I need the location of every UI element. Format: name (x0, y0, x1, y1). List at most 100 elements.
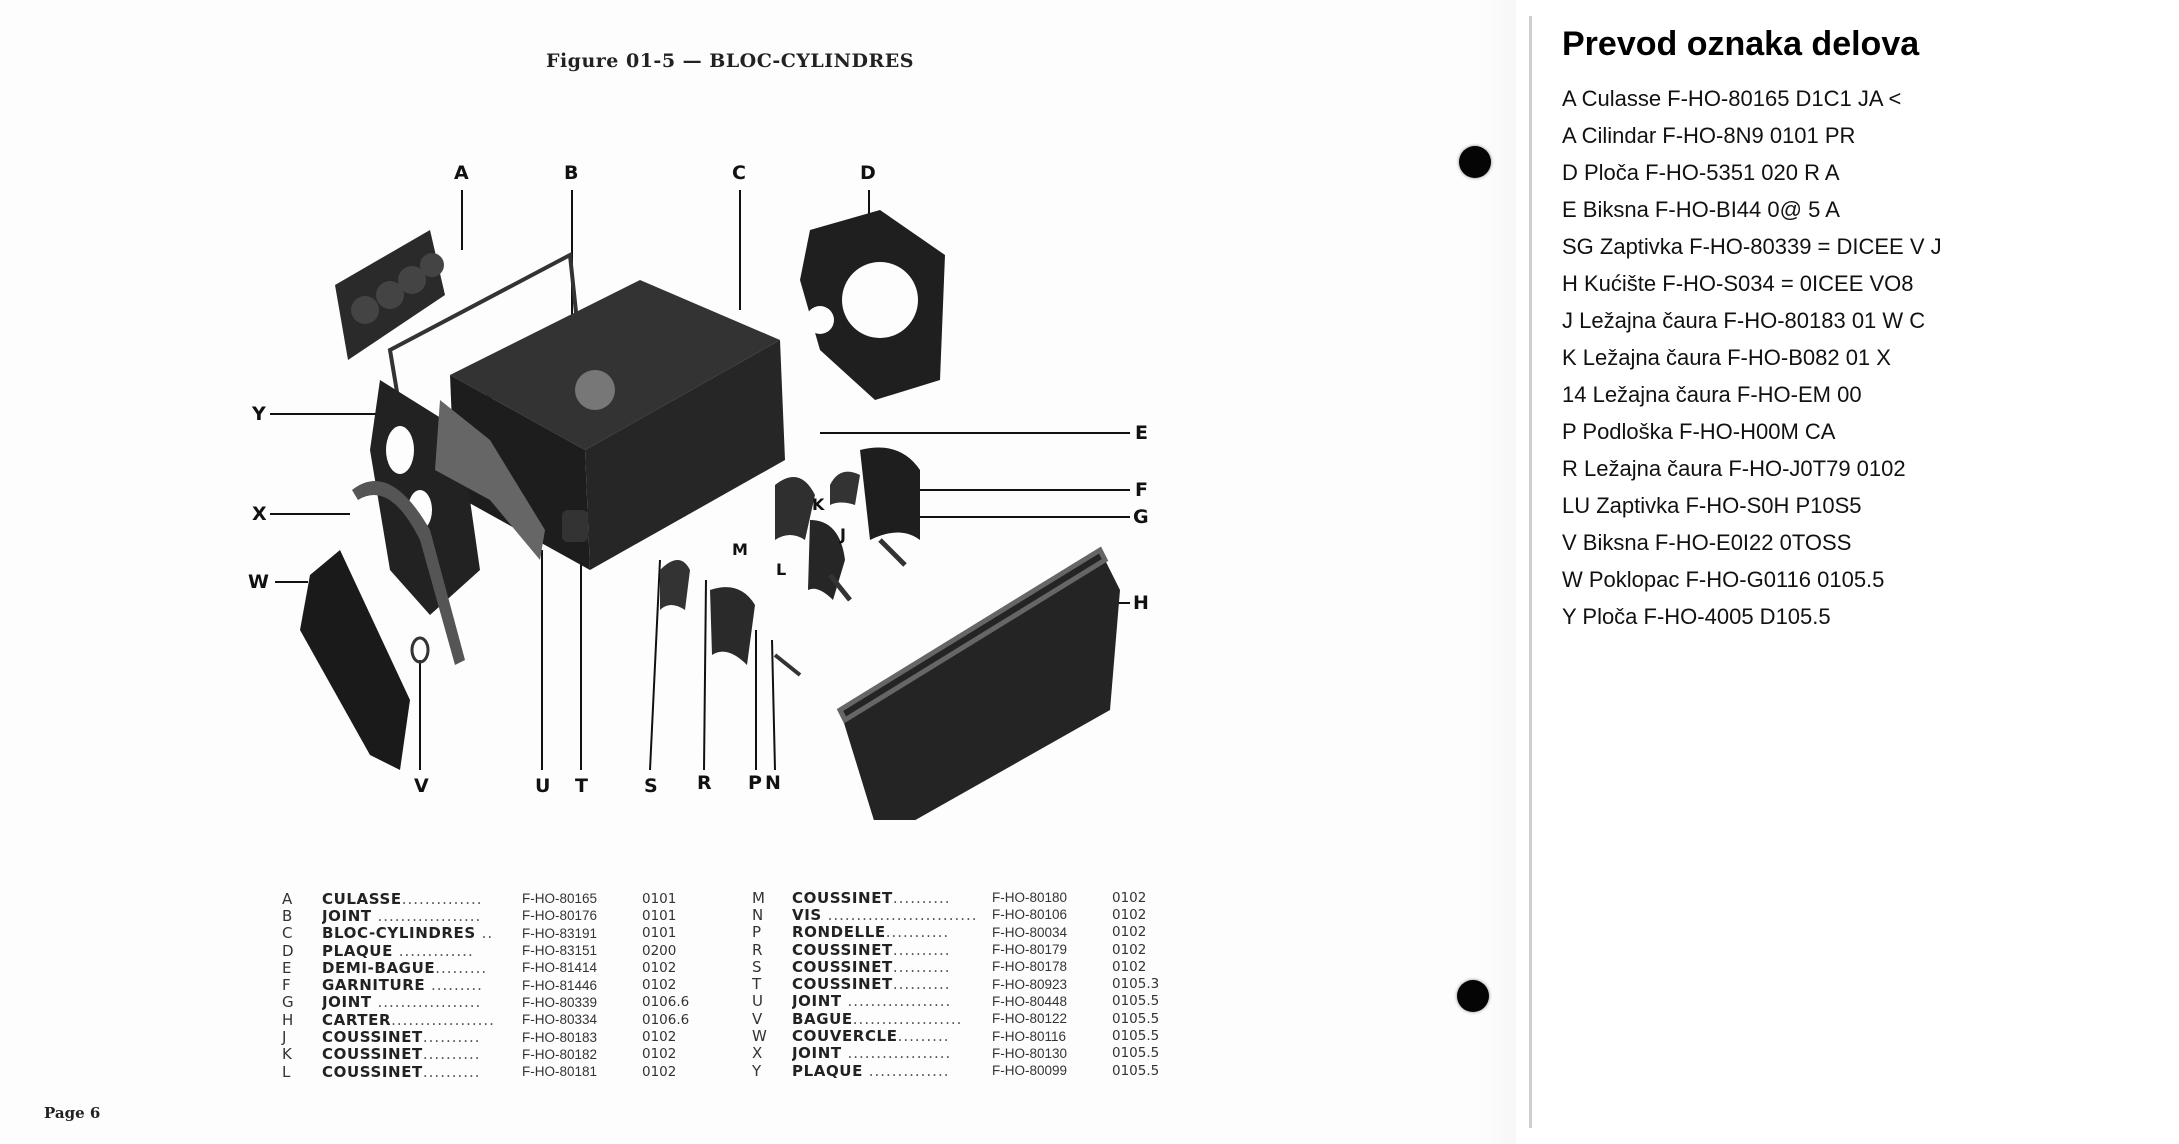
callout-label: R (697, 772, 712, 794)
part-name: COUSSINET.......... (792, 940, 951, 959)
part-code: 0105.5 (1112, 993, 1160, 1010)
part-code: 0102 (642, 959, 677, 976)
part-name: JOINT .................. (322, 993, 482, 1012)
part-letter: X (752, 1044, 763, 1063)
callout-label: D (860, 162, 876, 184)
engine-block-illustration (270, 190, 1130, 840)
part-letter: E (282, 958, 292, 977)
part-ref: F-HO-80178 (992, 959, 1068, 975)
part-name: DEMI-BAGUE......... (322, 958, 488, 977)
part-code: 0105.5 (1112, 1062, 1160, 1079)
part-code: 0105.3 (1112, 976, 1160, 993)
part-code: 0102 (1112, 958, 1147, 975)
part-code: 0102 (1112, 924, 1147, 941)
part-letter: P (752, 923, 762, 942)
translation-line: A Cilindar F-HO-8N9 0101 PR (1562, 123, 1856, 148)
callout-label: P (748, 772, 762, 794)
part-letter: A (282, 889, 293, 908)
part-name: CULASSE.............. (322, 889, 483, 908)
callout-label: M (732, 540, 748, 559)
part-ref: F-HO-81446 (522, 977, 598, 993)
part-letter: F (282, 976, 291, 995)
translation-list: A Culasse F-HO-80165 D1C1 JA < A Cilinda… (1562, 80, 2162, 635)
translation-line: A Culasse F-HO-80165 D1C1 JA < (1562, 86, 1902, 111)
callout-label: Y (252, 403, 266, 425)
part-name: COUSSINET.......... (322, 1045, 481, 1064)
page-number: Page 6 (44, 1104, 101, 1122)
parts-row: E DEMI-BAGUE......... F-HO-81414 0102 (282, 958, 702, 977)
part-name: JOINT .................. (792, 992, 952, 1011)
callout-label: C (732, 162, 746, 184)
callout-label: X (252, 503, 267, 525)
translation-line: Y Ploča F-HO-4005 D105.5 (1562, 604, 1831, 629)
part-code: 0102 (642, 1046, 677, 1063)
translation-line: 14 Ležajna čaura F-HO-EM 00 (1562, 382, 1862, 407)
part-letter: N (752, 905, 764, 924)
translation-line: E Biksna F-HO-BI44 0@ 5 A (1562, 197, 1840, 222)
figure-title: Figure 01-5 — BLOC-CYLINDRES (545, 50, 915, 72)
part-ref: F-HO-80106 (992, 907, 1068, 923)
part-ref: F-HO-81414 (522, 960, 598, 976)
parts-row: S COUSSINET.......... F-HO-80178 0102 (752, 957, 1172, 976)
part-ref: F-HO-80334 (522, 1012, 598, 1028)
part-name: CARTER.................. (322, 1010, 495, 1029)
part-letter: D (282, 941, 294, 960)
binder-hole-icon (1457, 980, 1489, 1012)
part-letter: Y (752, 1061, 762, 1080)
part-name: JOINT .................. (322, 906, 482, 925)
part-ref: F-HO-80165 (522, 891, 598, 907)
callout-label: T (575, 775, 588, 797)
translation-line: SG Zaptivka F-HO-80339 = DICEE V J (1562, 234, 1942, 259)
part-name: PLAQUE .............. (792, 1061, 950, 1080)
translation-line: P Podloška F-HO-H00M CA (1562, 419, 1836, 444)
part-letter: J (282, 1028, 287, 1047)
part-ref: F-HO-80179 (992, 942, 1068, 958)
part-code: 0102 (1112, 906, 1147, 923)
part-letter: L (282, 1062, 291, 1081)
part-code: 0105.5 (1112, 1010, 1160, 1027)
callout-label: F (1135, 479, 1148, 501)
part-code: 0101 (642, 890, 677, 907)
part-code: 0102 (1112, 941, 1147, 958)
part-name: COUSSINET.......... (792, 957, 951, 976)
part-letter: S (752, 957, 762, 976)
parts-row: R COUSSINET.......... F-HO-80179 0102 (752, 940, 1172, 959)
scanned-manual-page: Figure 01-5 — BLOC-CYLINDRES (44, 0, 1516, 1144)
part-ref: F-HO-83151 (522, 943, 598, 959)
callout-label: V (414, 775, 429, 797)
part-name: GARNITURE ......... (322, 976, 483, 995)
part-code: 0101 (642, 907, 677, 924)
callout-label: U (535, 775, 551, 797)
part-letter: M (752, 888, 765, 907)
part-letter: K (282, 1045, 292, 1064)
binder-hole-icon (1459, 146, 1491, 178)
part-ref: F-HO-80339 (522, 994, 598, 1010)
part-name: COUSSINET.......... (322, 1028, 481, 1047)
translation-panel: Prevod oznaka delova A Culasse F-HO-8016… (1562, 22, 2162, 635)
part-ref: F-HO-80099 (992, 1063, 1068, 1079)
translation-line: J Ležajna čaura F-HO-80183 01 W C (1562, 308, 1926, 333)
part-ref: F-HO-80034 (992, 924, 1068, 940)
part-ref: F-HO-80176 (522, 908, 598, 924)
part-letter: R (752, 940, 763, 959)
translation-line: R Ležajna čaura F-HO-J0T79 0102 (1562, 456, 1906, 481)
part-code: 0105.5 (1112, 1028, 1160, 1045)
part-ref: F-HO-80116 (992, 1028, 1067, 1044)
part-ref: F-HO-80180 (992, 890, 1068, 906)
translation-title: Prevod oznaka delova (1562, 25, 1920, 63)
part-name: COUSSINET.......... (322, 1062, 481, 1081)
part-name: COUSSINET.......... (792, 975, 951, 994)
part-letter: C (282, 924, 293, 943)
part-name: JOINT .................. (792, 1044, 952, 1063)
part-name: COUSSINET.......... (792, 888, 951, 907)
